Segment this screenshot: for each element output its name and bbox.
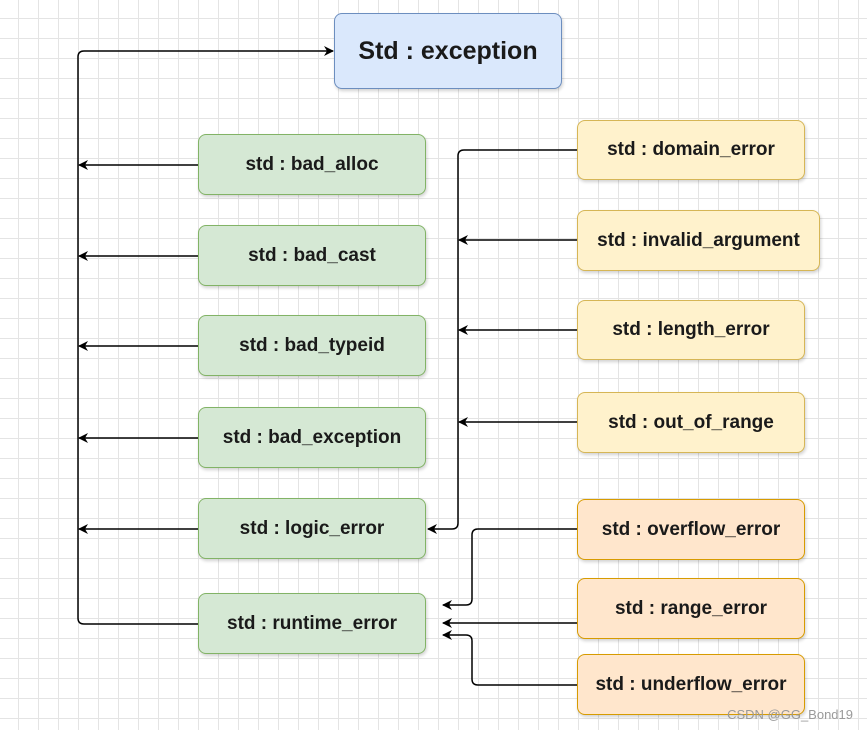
node-logic-error-label: std : logic_error (239, 517, 385, 539)
node-logic-error: std : logic_error (198, 498, 426, 559)
node-overflow-error-label: std : overflow_error (601, 518, 781, 540)
node-length-error-label: std : length_error (612, 319, 770, 340)
node-std-exception-label: Std : exception (358, 36, 538, 65)
node-length-error: std : length_error (577, 300, 805, 360)
node-overflow-error: std : overflow_error (577, 499, 805, 560)
node-invalid-argument-label: std : invalid_argument (597, 229, 800, 251)
node-bad-cast: std : bad_cast (198, 225, 426, 286)
node-range-error-label: std : range_error (614, 597, 768, 619)
node-bad-alloc-label: std : bad_alloc (245, 153, 379, 175)
node-bad-alloc: std : bad_alloc (198, 134, 426, 195)
node-invalid-argument: std : invalid_argument (577, 210, 820, 271)
node-underflow-error: std : underflow_error (577, 654, 805, 715)
edge-overflow-error-to-runtime-error (442, 528, 577, 610)
node-domain-error: std : domain_error (577, 120, 805, 180)
node-runtime-error: std : runtime_error (198, 593, 426, 654)
node-underflow-error-label: std : underflow_error (595, 673, 787, 695)
node-domain-error-label: std : domain_error (607, 139, 775, 160)
node-out-of-range-label: std : out_of_range (608, 411, 774, 433)
node-out-of-range: std : out_of_range (577, 392, 805, 453)
node-bad-exception: std : bad_exception (198, 407, 426, 468)
node-bad-typeid: std : bad_typeid (198, 315, 426, 376)
node-runtime-error-label: std : runtime_error (227, 612, 397, 634)
edge-runtime-error-to-exception (77, 46, 334, 625)
edge-domain-error-to-logic-error (427, 149, 577, 534)
edge-underflow-error-to-runtime-error (442, 630, 577, 686)
node-std-exception: Std : exception (334, 13, 562, 89)
watermark: CSDN @GG_Bond19 (727, 707, 853, 722)
node-bad-cast-label: std : bad_cast (248, 244, 376, 266)
node-bad-typeid-label: std : bad_typeid (239, 334, 385, 356)
node-range-error: std : range_error (577, 578, 805, 639)
node-bad-exception-label: std : bad_exception (222, 426, 402, 448)
